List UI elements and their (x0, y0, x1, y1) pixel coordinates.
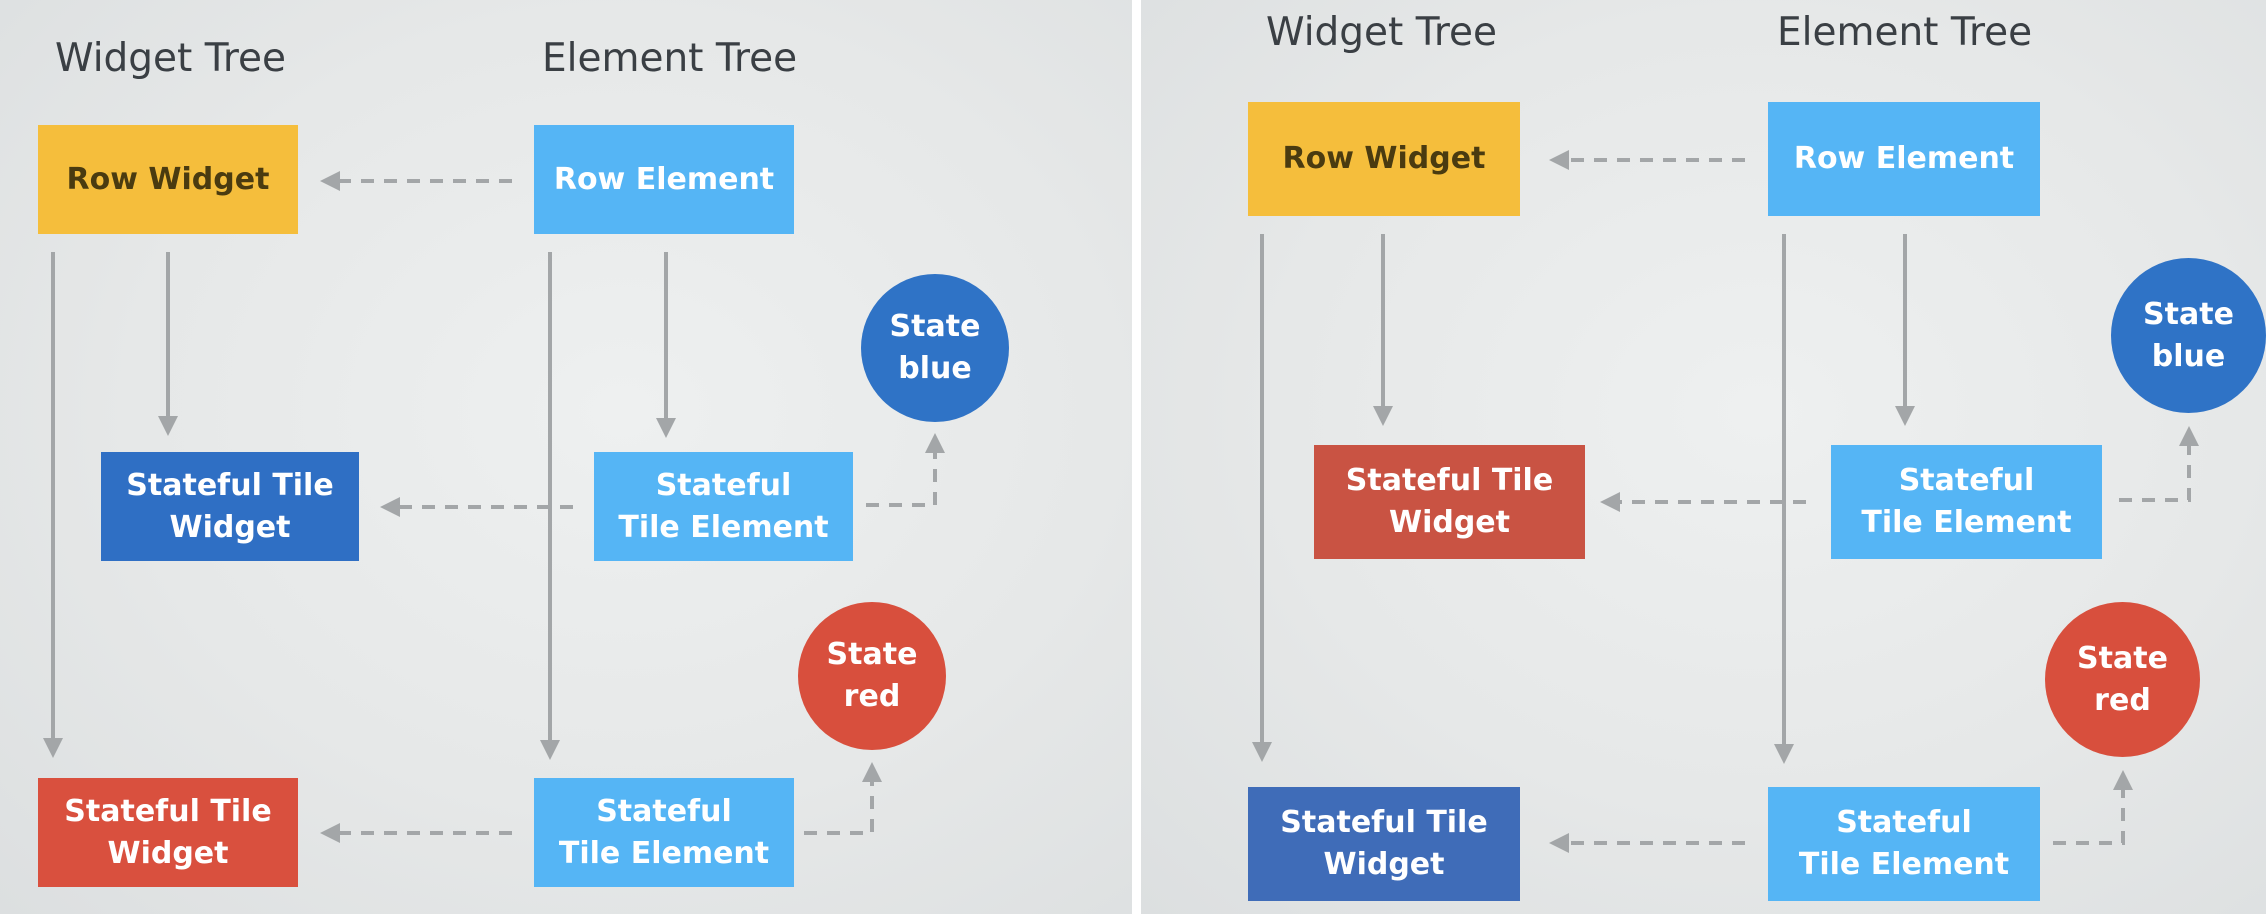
tile-element-1-line-2: Tile Element (618, 509, 829, 545)
tile-widget-1-line-2: Widget (169, 509, 291, 545)
tile-widget-1-line-2: Widget (1388, 505, 1510, 540)
tile-element-1-line-1: Stateful (655, 467, 792, 503)
state-red-line-1: State (2077, 640, 2168, 676)
widget-tree-title: Widget Tree (55, 36, 286, 81)
stateful-tile-element-2-box: Stateful Tile Element (1768, 787, 2040, 901)
tile-element-2-line-2: Tile Element (1798, 847, 2010, 882)
row-widget-label: Row Widget (66, 161, 270, 197)
state-blue-line-1: State (2143, 296, 2234, 332)
row-widget-label: Row Widget (1282, 141, 1486, 176)
state-blue-circle: State blue (861, 274, 1009, 422)
tile-widget-2-line-2: Widget (107, 835, 229, 871)
stateful-tile-element-1-box: Stateful Tile Element (1831, 445, 2102, 559)
row-widget-box: Row Widget (1248, 102, 1520, 216)
tile-element-2-line-1: Stateful (1836, 805, 1972, 840)
tile-element-1-line-1: Stateful (1898, 463, 2035, 498)
stateful-tile-widget-2-box: Stateful Tile Widget (38, 778, 298, 887)
row-element-box: Row Element (534, 125, 794, 234)
tile-element-2-line-1: Stateful (596, 793, 732, 829)
element-tree-title: Element Tree (1777, 10, 2033, 55)
tile-widget-2-line-1: Stateful Tile (1280, 805, 1488, 840)
row-element-label: Row Element (1793, 141, 2015, 176)
tile-element-1-to-state-link (866, 433, 945, 507)
state-blue-line-2: blue (2151, 338, 2226, 374)
state-red-line-1: State (826, 637, 918, 672)
row-element-label: Row Element (553, 161, 775, 197)
tile-element-2-line-2: Tile Element (558, 835, 770, 871)
state-blue-line-2: blue (898, 351, 972, 386)
state-red-circle: State red (2045, 602, 2200, 757)
stateful-tile-widget-2-box: Stateful Tile Widget (1248, 787, 1520, 901)
widget-tree-title: Widget Tree (1266, 10, 1497, 55)
tile-element-2-to-state-link (2053, 770, 2133, 845)
element-tree-title: Element Tree (542, 36, 798, 81)
tile-widget-2-line-1: Stateful Tile (64, 793, 272, 829)
right-diagram-panel: Widget Tree Element Tree Row Widget Row … (1141, 0, 2266, 914)
stateful-tile-widget-1-box: Stateful Tile Widget (1314, 445, 1585, 559)
tile-widget-1-line-1: Stateful Tile (126, 467, 334, 503)
state-red-line-2: red (843, 679, 901, 714)
tile-element-1-line-2: Tile Element (1861, 505, 2072, 540)
tile-widget-1-line-1: Stateful Tile (1345, 463, 1554, 498)
stateful-tile-element-2-box: Stateful Tile Element (534, 778, 794, 887)
tile-widget-2-line-2: Widget (1323, 847, 1445, 882)
state-blue-line-1: State (889, 309, 981, 344)
tile-element-2-to-state-link (804, 762, 882, 835)
stateful-tile-widget-1-box: Stateful Tile Widget (101, 452, 359, 561)
stateful-tile-element-1-box: Stateful Tile Element (594, 452, 853, 561)
state-red-circle: State red (798, 602, 946, 750)
state-red-line-2: red (2094, 682, 2151, 718)
row-widget-box: Row Widget (38, 125, 298, 234)
row-element-box: Row Element (1768, 102, 2040, 216)
left-diagram-panel: Widget Tree Element Tree Row Widget Row … (0, 0, 1132, 914)
tile-element-1-to-state-link (2119, 426, 2199, 502)
state-blue-circle: State blue (2111, 258, 2266, 413)
